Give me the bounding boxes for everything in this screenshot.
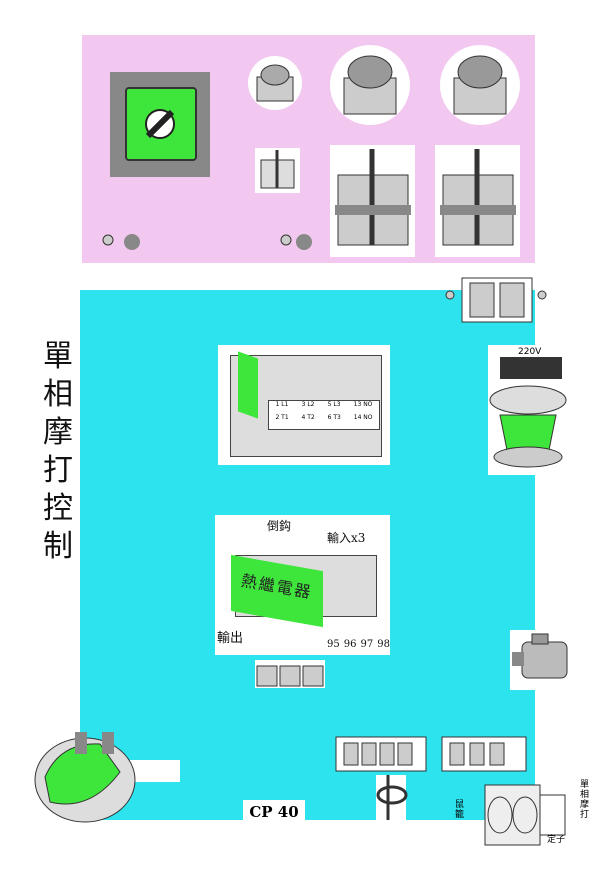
rotary-switch[interactable] bbox=[110, 72, 210, 177]
terminal-label: 5 L3 bbox=[327, 401, 341, 408]
terminal-label: 3 L2 bbox=[301, 401, 315, 408]
terminal-95: 95 bbox=[327, 639, 340, 650]
input-label: 輸入x3 bbox=[327, 531, 366, 545]
terminal-97: 97 bbox=[360, 639, 374, 650]
rotor-label: 鼠籠 bbox=[455, 800, 465, 820]
terminal-numbers: 95 96 97 98 bbox=[327, 639, 390, 650]
pilot-lamp: 220V bbox=[480, 345, 575, 480]
terminal-label: 13 NO bbox=[353, 401, 373, 408]
terminal-98: 98 bbox=[377, 639, 390, 650]
terminal-label: 6 T3 bbox=[327, 414, 341, 421]
pilot-lamp-small bbox=[248, 56, 302, 110]
output-label: 輸出 bbox=[217, 631, 244, 646]
contact-block-stop bbox=[435, 145, 520, 257]
motor-cross-section: 鼠籠 單相摩打 定子 bbox=[455, 780, 595, 850]
contact-block-small bbox=[255, 148, 300, 193]
terminal-block-left[interactable] bbox=[330, 735, 430, 773]
power-plug bbox=[30, 722, 180, 827]
contact-block-start bbox=[330, 145, 415, 257]
push-button-stop[interactable] bbox=[440, 40, 520, 130]
contactor[interactable]: 1 L1 3 L2 5 L3 13 NO 2 T1 4 T2 6 T3 14 N… bbox=[218, 345, 390, 465]
screw-icon bbox=[102, 234, 140, 250]
terminal-label: 1 L1 bbox=[275, 401, 289, 408]
lamp-voltage: 220V bbox=[518, 347, 542, 357]
panel-code-label: CP 40 bbox=[243, 800, 305, 824]
panel-code: CP 40 bbox=[249, 803, 299, 821]
motor bbox=[510, 630, 580, 690]
relay-terminals bbox=[255, 660, 325, 688]
terminal-label: 2 T1 bbox=[275, 414, 289, 421]
terminal-96: 96 bbox=[343, 639, 357, 650]
push-button-start[interactable] bbox=[330, 40, 410, 130]
diagram-title: 單相摩打控制 bbox=[43, 339, 73, 564]
screw-icon bbox=[280, 234, 312, 250]
terminal-label: 4 T2 bbox=[301, 414, 315, 421]
cable-gland bbox=[376, 775, 408, 825]
reset-label: 倒鈎 bbox=[267, 519, 292, 533]
thermal-overload-relay[interactable]: 倒鈎 輸入x3 熱繼電器 輸出 95 96 97 98 bbox=[215, 515, 390, 655]
motor-label: 單相摩打 bbox=[580, 780, 590, 820]
stator-label: 定子 bbox=[547, 835, 566, 845]
terminal-label: 14 NO bbox=[353, 414, 373, 421]
terminal-block-power[interactable] bbox=[442, 275, 552, 325]
terminal-block-right[interactable] bbox=[440, 735, 530, 773]
